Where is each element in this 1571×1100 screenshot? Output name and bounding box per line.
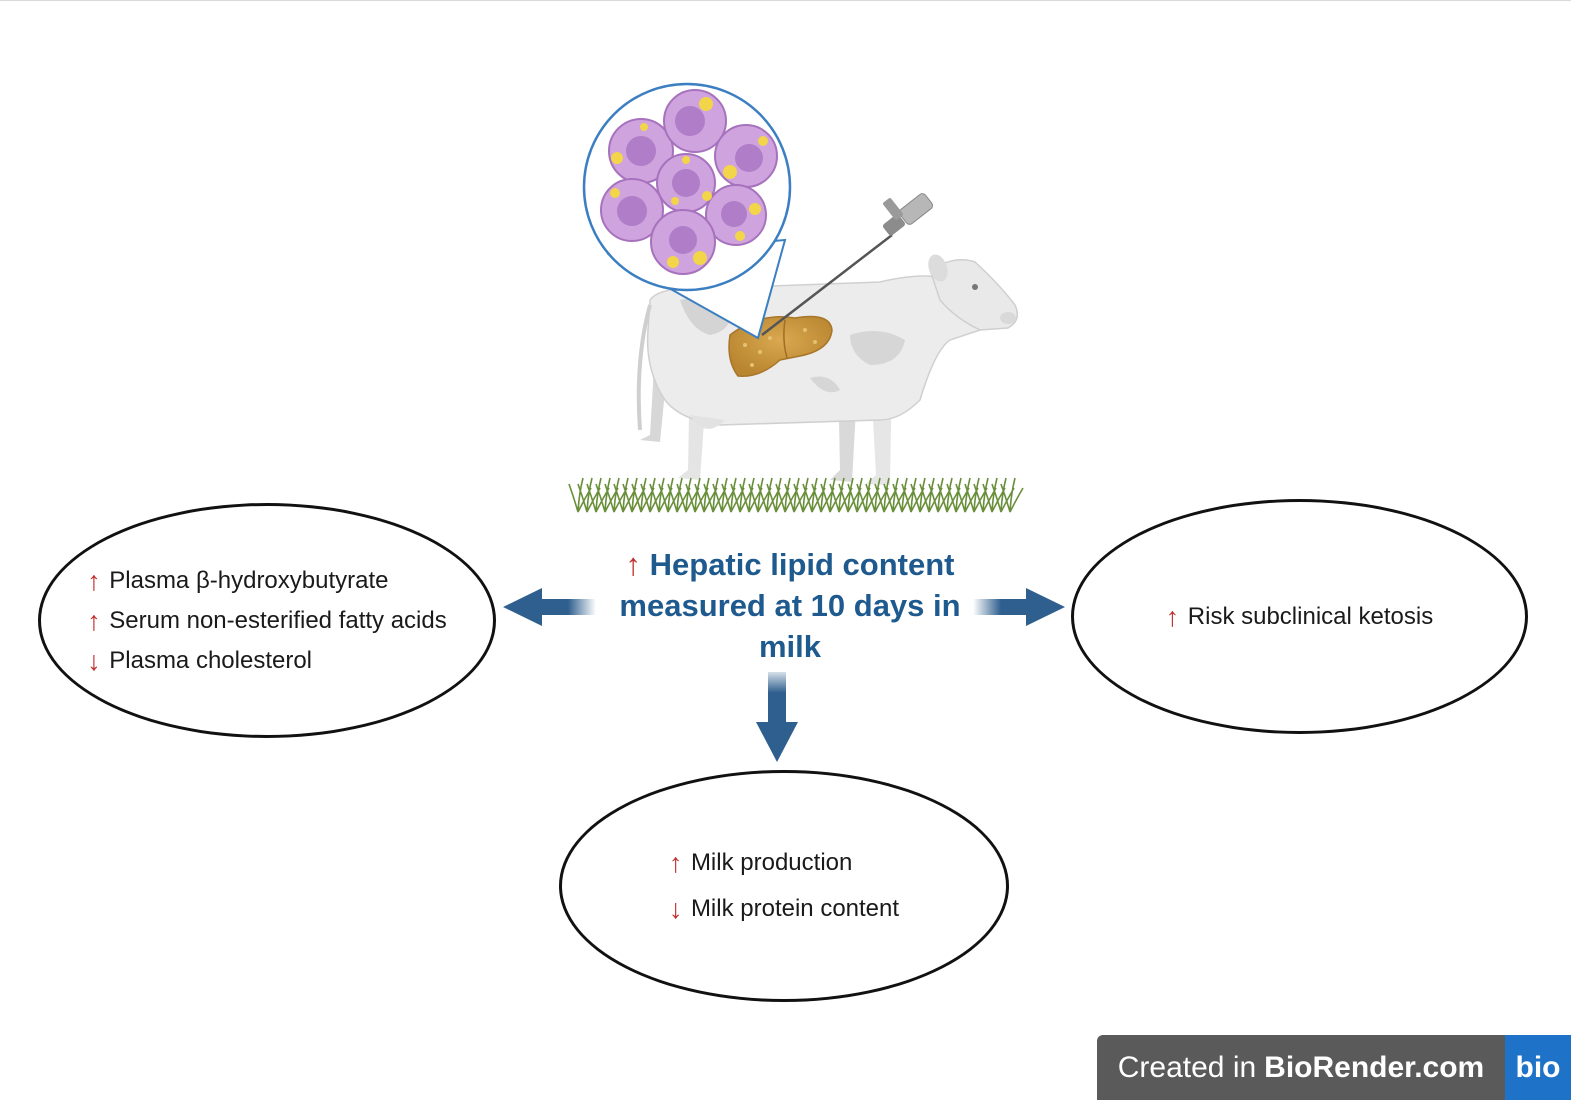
badge-text: Created in BioRender.com [1097, 1035, 1505, 1100]
biorender-logo-icon: bio [1505, 1035, 1571, 1100]
top-border [0, 0, 1571, 1]
list-item-text: Serum non-esterified fatty acids [109, 606, 447, 634]
list-item: ↑Risk subclinical ketosis [1166, 597, 1433, 637]
up-arrow-icon: ↑ [87, 565, 101, 596]
list-item-text: Plasma β-hydroxybutyrate [109, 566, 389, 594]
center-title-text: Hepatic lipid content measured at 10 day… [619, 547, 961, 664]
down-arrow-icon: ↓ [668, 894, 683, 924]
grass-icon [568, 477, 1024, 513]
arrow-to-bottom-box [756, 672, 798, 762]
list-item: ↑ Plasma β-hydroxybutyrate [87, 561, 447, 601]
biopsy-needle-icon [761, 193, 934, 336]
list-item-text: Milk production [690, 849, 853, 876]
center-title: ↑ Hepatic lipid content measured at 10 d… [590, 544, 990, 667]
list-item: ↑ Milk production [669, 840, 899, 886]
biorender-badge[interactable]: Created in BioRender.com bio [1097, 1035, 1571, 1100]
badge-prefix: Created in [1117, 1050, 1257, 1084]
arrow-to-left-box [503, 588, 596, 626]
down-arrow-icon: ↓ [87, 645, 101, 676]
grass-blades [568, 477, 1024, 513]
list-item-text: Risk subclinical ketosis [1187, 602, 1434, 630]
hepatocyte-cluster-icon [582, 82, 792, 340]
list-item-text: Milk protein content [690, 895, 900, 922]
up-arrow-icon: ↑ [668, 848, 683, 878]
left-outcome-list: ↑ Plasma β-hydroxybutyrate ↑ Serum non-est… [87, 561, 447, 681]
list-item: ↓ Plasma cholesterol [87, 641, 447, 681]
badge-brand: BioRender.com [1264, 1050, 1485, 1084]
bottom-outcome-ellipse: ↑ Milk production ↓ Milk protein content [559, 770, 1009, 1002]
list-item-text: Plasma cholesterol [109, 646, 313, 674]
right-outcome-list: ↑Risk subclinical ketosis [1166, 597, 1433, 637]
up-arrow-icon: ↑ [625, 547, 642, 582]
bottom-outcome-list: ↑ Milk production ↓ Milk protein content [669, 840, 899, 932]
list-item: ↓ Milk protein content [669, 886, 899, 932]
arrow-to-right-box [973, 588, 1065, 626]
right-outcome-ellipse: ↑Risk subclinical ketosis [1071, 499, 1528, 734]
left-outcome-ellipse: ↑ Plasma β-hydroxybutyrate ↑ Serum non-est… [38, 503, 496, 738]
list-item: ↑ Serum non-esterified fatty acids [87, 601, 447, 641]
up-arrow-icon: ↑ [1165, 601, 1180, 632]
up-arrow-icon: ↑ [87, 605, 101, 636]
